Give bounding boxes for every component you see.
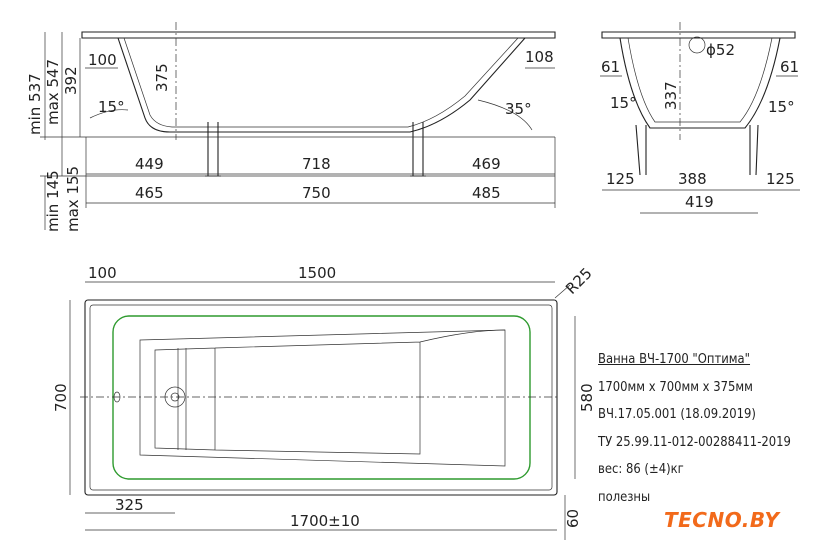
dim-legs-min: min 145 — [44, 170, 62, 232]
dim-seg1-bot: 465 — [135, 184, 164, 202]
dim-392: 392 — [62, 66, 80, 95]
spec-size: 1700мм x 700мм x 375мм — [598, 378, 753, 395]
dim-end-depth: 337 — [662, 81, 680, 110]
angle-end-left: 15° — [610, 94, 637, 112]
dim-width: 700 — [52, 383, 70, 412]
spec-title: Ванна ВЧ-1700 "Оптима" — [598, 351, 751, 367]
dim-left-flange: 100 — [88, 51, 117, 69]
spec-weight: вес: 86 (±4)кг — [598, 461, 684, 477]
dim-legs-max: max 155 — [64, 166, 82, 232]
dim-length: 1700±10 — [290, 512, 360, 530]
angle-right: 35° — [505, 100, 532, 118]
dim-min-height: min 537 — [26, 73, 44, 135]
watermark-logo: TECNO.BY — [664, 508, 780, 532]
angle-left: 15° — [98, 98, 125, 116]
end-view: ϕ52 61 61 337 15° 15° 125 388 125 419 — [600, 22, 800, 214]
dim-seg1-top: 449 — [135, 155, 164, 173]
spec-volume: полезны — [598, 488, 651, 505]
dim-inner-length: 1500 — [298, 264, 336, 282]
dim-end-left-flange: 61 — [601, 58, 620, 76]
angle-end-right: 15° — [768, 98, 795, 116]
dim-drain-diameter: ϕ52 — [706, 41, 735, 59]
dim-seg2-top: 718 — [302, 155, 331, 173]
dim-end-right-offset: 125 — [766, 170, 795, 188]
dim-seg2-bot: 750 — [302, 184, 331, 202]
dim-radius: R25 — [562, 264, 596, 298]
dim-leg-span: 388 — [678, 170, 707, 188]
drain-hole — [688, 36, 706, 54]
dim-depth: 375 — [153, 63, 171, 92]
spec-block: Ванна ВЧ-1700 "Оптима" 1700мм x 700мм x … — [598, 346, 791, 511]
dim-seg3-top: 469 — [472, 155, 501, 173]
dim-inner-width: 580 — [578, 383, 596, 412]
dim-top-flange: 100 — [88, 264, 117, 282]
dim-drain-offset: 325 — [115, 496, 144, 514]
dim-end-right-flange: 61 — [780, 58, 799, 76]
dim-right-flange: 108 — [525, 48, 554, 66]
dim-end-total: 419 — [685, 193, 714, 211]
side-view: 100 108 375 min 537 max 547 392 15° 35° … — [26, 22, 556, 232]
dim-seg3-bot: 485 — [472, 184, 501, 202]
top-view: 100 1500 R25 700 580 325 1700±10 60 — [52, 264, 596, 540]
spec-standard: ТУ 25.99.11-012-00288411-2019 — [598, 433, 791, 450]
inner-outline — [112, 315, 531, 480]
leg-left — [205, 122, 221, 177]
dim-max-height: max 547 — [44, 59, 62, 125]
dim-end-left-offset: 125 — [606, 170, 635, 188]
spec-code: ВЧ.17.05.001 (18.09.2019) — [598, 406, 756, 422]
dim-rim: 60 — [564, 509, 582, 528]
